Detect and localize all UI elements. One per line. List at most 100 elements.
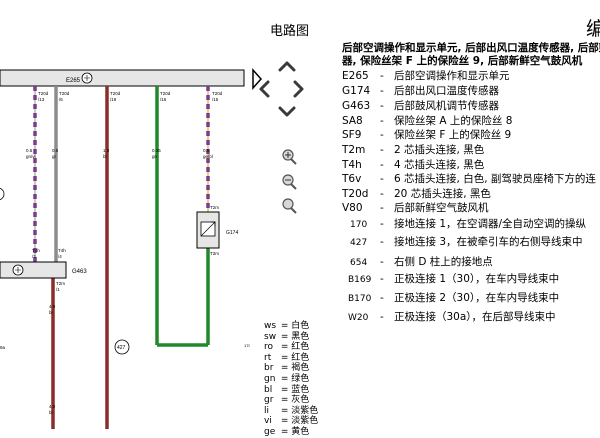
legend-row: E265-后部空调操作和显示单元 [342,68,510,83]
color-name: 淡紫色 [291,416,319,427]
wire-label-gn: 0.35 [152,148,161,153]
color-entry: br = 褐色 [264,363,310,374]
connection-code: 427 [350,238,368,248]
legend-dash: - [380,70,384,82]
wire-label-br-lower: 4.0 [49,304,56,309]
connector-t2m-1: T2m [210,251,219,256]
legend-row: SF9 -保险丝架 F 上的保险丝 9 [342,127,511,142]
connection-text: 接地连接 3，在被牵引车的右侧导线束中 [394,236,583,248]
zoom-in-handle [290,158,297,165]
legend-code: SF9 [342,129,362,141]
color-name: 白色 [291,321,310,331]
connector-t20d-13: T20d [38,91,49,96]
zoom-out-button[interactable] [282,174,297,190]
e265-label: E265 [66,78,81,84]
ground-427-label: 427 [117,345,126,351]
pan-up-icon[interactable] [278,61,296,72]
connection-text: 正极连接 1（30），在车内导线束中 [394,273,560,285]
color-entry: gr = 灰色 [264,395,310,406]
description-line-1: 后部空调操作和显示单元, 后部出风口温度传感器, 后部鼓风 [342,42,600,54]
e265-unit-box [0,69,245,87]
color-code: br [264,363,274,374]
color-name: 红色 [291,342,310,353]
connection-row: 427 -接地连接 3，在被牵引车的右侧导线束中 [342,234,583,249]
color-entry: gn = 绿色 [264,373,310,384]
g463-label: G463 [72,269,87,275]
color-code: gn [264,373,276,384]
color-name: 灰色 [291,395,310,406]
legend-code: G174 [342,85,371,97]
legend-text: 后部出风口温度传感器 [394,85,499,97]
connector-t4h-3: T4h [32,248,40,253]
wire-label-gn-vi: 0.5 [26,148,33,153]
pan-down-icon[interactable] [278,106,296,117]
connection-dash: - [380,256,384,268]
edge-label-170: 170 [244,343,250,348]
color-name: 褐色 [291,363,310,374]
color-code: rt [264,352,272,363]
legend-text: 保险丝架 F 上的保险丝 9 [394,129,512,141]
legend-dash: - [380,100,384,112]
connection-row: B170-正极连接 2（30），在车内导线束中 [342,290,559,305]
legend-text: 后部新鲜空气鼓风机 [394,202,489,214]
connection-row: B169-正极连接 1（30），在车内导线束中 [342,271,559,286]
wire-label-gr: 0.5 [52,148,59,153]
connection-dash: - [380,236,384,248]
connection-code: B169 [348,275,372,285]
legend-code: E265 [342,70,369,82]
legend-code: SA8 [342,115,363,127]
color-entry: bl = 蓝色 [264,384,310,395]
page-title: 电路图 [270,24,310,39]
connection-dash: - [380,218,384,230]
color-entry: vi = 淡紫色 [264,416,319,427]
legend-dash: - [380,129,384,141]
connector-t20d-19-pin: /19 [110,97,117,102]
wire-color-legend: ws = 白色 sw = 黑色 ro = 红色 rt = 红色 br = 褐色 … [264,321,318,438]
zoom-in-plus [285,152,291,158]
connector-t2m-bottom: T2m [56,281,65,286]
pan-right-icon[interactable] [293,80,304,98]
next-page-arrow-icon[interactable] [252,68,263,90]
connector-t2m-2: T2m [210,205,219,210]
color-entry: rt = 红色 [264,352,310,363]
color-code: gr [264,395,274,406]
connection-dash: - [380,273,384,285]
zoom-fit-button[interactable] [282,198,297,214]
connection-code: 654 [350,258,368,268]
legend-row: G463-后部鼓风机调节传感器 [342,98,499,113]
legend-text: 4 芯插头连接, 黑色 [394,159,485,171]
legend-code: G463 [342,100,371,112]
legend-dash: - [380,115,384,127]
connector-t20d-13-pin: /13 [38,97,45,102]
legend-code: T4h [342,159,362,171]
legend-text: 后部空调操作和显示单元 [394,70,510,82]
diagram-description: 后部空调操作和显示单元, 后部出风口温度传感器, 后部鼓风 器, 保险丝架 F … [342,42,600,68]
color-name: 绿色 [291,373,310,384]
connection-text: 右侧 D 柱上的接地点 [394,256,493,268]
color-name: 淡紫色 [291,405,319,416]
color-code: bl [264,384,273,395]
color-code: sw [264,331,277,342]
wire-label-br-lower-color: br [49,310,54,315]
legend-row: T6v-6 芯插头连接, 白色, 副驾驶员座椅下方的连 [342,171,596,186]
connection-text: 正极连接（30a），在后部导线束中 [394,311,556,323]
connection-code: W20 [348,313,369,323]
navigation-panel [252,61,304,214]
connection-dash: - [380,311,384,323]
legend-dash: - [380,173,384,185]
g463-ground-icon [15,267,21,273]
connector-t20d-15-pin: /15 [212,97,219,102]
zoom-fit-handle [290,207,297,214]
connection-row: 170-接地连接 1，在空调器/全自动空调的操纵 [342,216,586,231]
zoom-in-button[interactable] [282,149,297,165]
legend-text: 2 芯插头连接, 黑色 [394,144,485,156]
color-name: 红色 [291,352,310,363]
pan-left-icon[interactable] [259,80,270,98]
legend-code: T2m [342,144,366,156]
legend-text: 6 芯插头连接, 白色, 副驾驶员座椅下方的连 [394,173,596,185]
pan-control [259,61,304,117]
legend-dash: - [380,188,384,200]
color-entry: ro = 红色 [264,342,310,353]
connection-text: 接地连接 1，在空调器/全自动空调的操纵 [394,218,587,230]
legend-code: T20d [342,188,369,200]
